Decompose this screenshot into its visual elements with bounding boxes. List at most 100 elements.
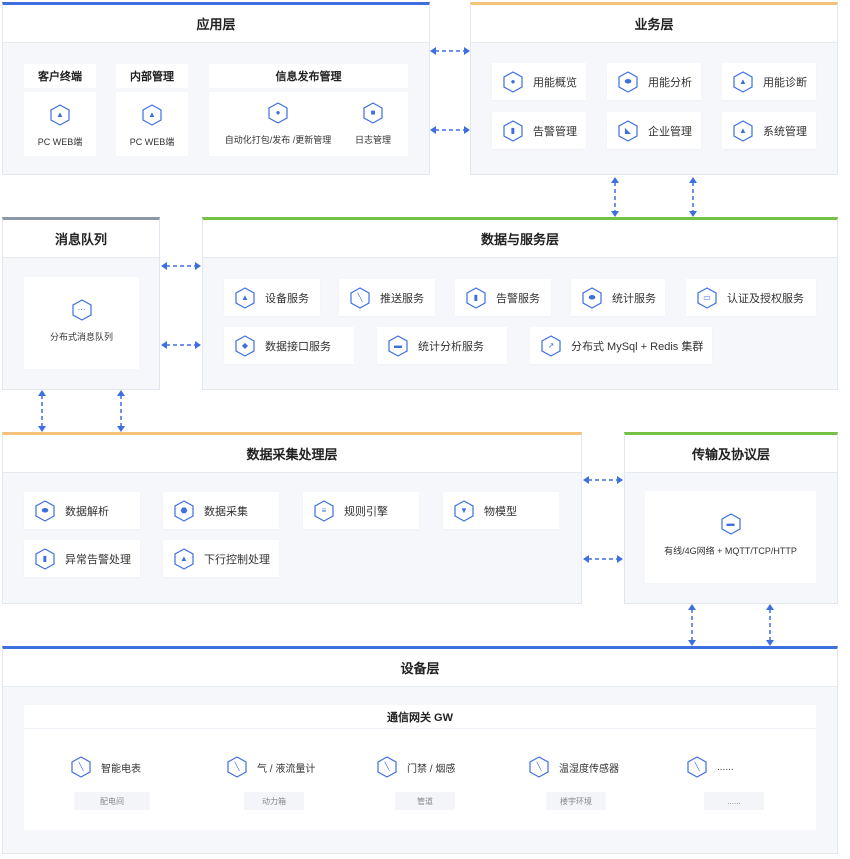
biz-item-energy-overview[interactable]: ● 用能概览 [492,63,586,100]
device-label: 智能电表 [101,763,141,775]
data-collect-title: 数据采集处理层 [3,435,581,473]
svc-mysql-redis[interactable]: ↗ 分布式 MySql + Redis 集群 [530,327,712,364]
device-flowmeter[interactable]: ╲ 气 / 液流量计 [226,756,315,778]
collect-label: 物模型 [484,505,517,518]
arrow-icon: ↗ [540,334,562,357]
svc-stat-analysis[interactable]: ▬ 统计分析服务 [377,327,507,364]
mq-data-arrow-top [161,262,201,270]
wand-icon: ╲ [349,286,371,309]
svc-label: 统计分析服务 [418,340,484,353]
biz-data-arrow-left [611,177,619,217]
application-layer-title: 应用层 [3,5,429,43]
biz-item-energy-diagnosis[interactable]: ▲ 用能诊断 [722,63,816,100]
biz-item-system-manage[interactable]: ▲ 系统管理 [722,112,816,149]
triangle-icon: ▲ [141,104,163,126]
svc-auth[interactable]: ▭ 认证及授权服务 [686,279,816,316]
svc-label: 统计服务 [612,292,656,305]
message-queue-title: 消息队列 [3,220,159,258]
internal-card[interactable]: ▲ PC WEB端 [116,92,188,156]
client-card[interactable]: ▲ PC WEB端 [24,92,96,156]
triangle-icon: ▲ [732,119,754,142]
biz-item-alarm-manage[interactable]: ▮ 告警管理 [492,112,586,149]
square-icon: ■ [362,102,384,124]
mq-data-arrow-bottom [161,341,201,349]
dot-icon: ● [267,102,289,124]
svc-alarm[interactable]: ▮ 告警服务 [455,279,551,316]
app-business-arrow-bottom [430,126,470,134]
device-tag-pipeline: 管道 [395,792,455,810]
biz-item-enterprise-manage[interactable]: ◣ 企业管理 [607,112,701,149]
wand-icon: ╲ [376,756,398,778]
cylinder-icon: ▮ [34,547,56,570]
mq-item-label: 分布式消息队列 [49,332,113,342]
svc-label: 推送服务 [380,292,424,305]
device-tag-distribution-room: 配电间 [74,792,150,810]
mq-collect-arrow-left [38,390,46,432]
device-more[interactable]: ╲ ...... [686,756,734,778]
group-title-internal: 内部管理 [116,64,188,88]
group-title-info-publish: 信息发布管理 [209,64,408,88]
diamond-icon: ◆ [234,334,256,357]
internal-pc-web: ▲ PC WEB端 [116,104,188,148]
svc-statistics[interactable]: ⬬ 统计服务 [571,279,665,316]
device-temp-humidity[interactable]: ╲ 温湿度传感器 [528,756,619,778]
transport-item-label: 有线/4G网络 + MQTT/TCP/HTTP [664,546,797,556]
collect-rule-engine[interactable]: ≡ 规则引擎 [303,492,419,529]
funnel-icon: ▼ [453,499,475,522]
transport-item: ▬ 有线/4G网络 + MQTT/TCP/HTTP [645,513,816,557]
transport-card[interactable]: ▬ 有线/4G网络 + MQTT/TCP/HTTP [645,491,816,583]
business-layer-title: 业务层 [471,5,837,43]
biz-data-arrow-right [689,177,697,217]
device-smart-meter[interactable]: ╲ 智能电表 [70,756,141,778]
layers-icon: ▬ [387,334,409,357]
transport-device-arrow-right [766,604,774,646]
auto-package-label: 自动化打包/发布 /更新管理 [224,135,332,145]
collect-label: 数据采集 [204,505,248,518]
wand-icon: ╲ [528,756,550,778]
collect-transport-arrow-top [583,476,623,484]
cube-icon: ⬣ [173,499,195,522]
auto-package-item[interactable]: ● 自动化打包/发布 /更新管理 [213,102,343,146]
device-access-smoke[interactable]: ╲ 门禁 / 烟感 [376,756,455,778]
svc-label: 告警服务 [496,292,540,305]
device-tag-power-box: 动力箱 [244,792,304,810]
info-publish-card: ● 自动化打包/发布 /更新管理 ■ 日志管理 [209,92,408,156]
data-service-title: 数据与服务层 [203,220,837,258]
svc-device[interactable]: ▲ 设备服务 [224,279,320,316]
biz-label: 用能诊断 [763,76,807,89]
device-layer-title: 设备层 [3,649,837,687]
disk-icon: ⬬ [34,499,56,522]
svc-push[interactable]: ╲ 推送服务 [339,279,435,316]
biz-item-energy-analysis[interactable]: ⬬ 用能分析 [607,63,701,100]
mq-item: ··· 分布式消息队列 [24,299,139,343]
gateway-title: 通信网关 GW [24,705,816,729]
collect-label: 下行控制处理 [204,553,270,566]
svc-label: 分布式 MySql + Redis 集群 [571,340,704,353]
cylinder-icon: ▮ [465,286,487,309]
collect-thing-model[interactable]: ▼ 物模型 [443,492,559,529]
triangle-icon: ▲ [234,286,256,309]
biz-label: 用能分析 [648,76,692,89]
collect-label: 异常告警处理 [65,553,131,566]
svc-data-interface[interactable]: ◆ 数据接口服务 [224,327,354,364]
transport-title: 传输及协议层 [625,435,837,473]
doc-icon: ◣ [617,119,639,142]
triangle-icon: ▲ [49,104,71,126]
collect-acquire[interactable]: ⬣ 数据采集 [163,492,279,529]
wand-icon: ╲ [70,756,92,778]
collect-parse[interactable]: ⬬ 数据解析 [24,492,140,529]
disk-icon: ⬬ [617,70,639,93]
wand-icon: ╲ [226,756,248,778]
biz-label: 企业管理 [648,125,692,138]
triangle-icon: ▲ [732,70,754,93]
client-pc-web-label: PC WEB端 [37,137,83,147]
layers-icon: ▬ [720,513,742,535]
log-manage-item[interactable]: ■ 日志管理 [345,102,401,146]
device-label: 气 / 液流量计 [257,763,316,775]
collect-alarm-handle[interactable]: ▮ 异常告警处理 [24,540,140,577]
cylinder-icon: ▮ [502,119,524,142]
mq-card[interactable]: ··· 分布式消息队列 [24,277,139,369]
collect-downlink-control[interactable]: ▲ 下行控制处理 [163,540,279,577]
biz-label: 用能概览 [533,76,577,89]
dots-icon: ··· [71,299,93,321]
